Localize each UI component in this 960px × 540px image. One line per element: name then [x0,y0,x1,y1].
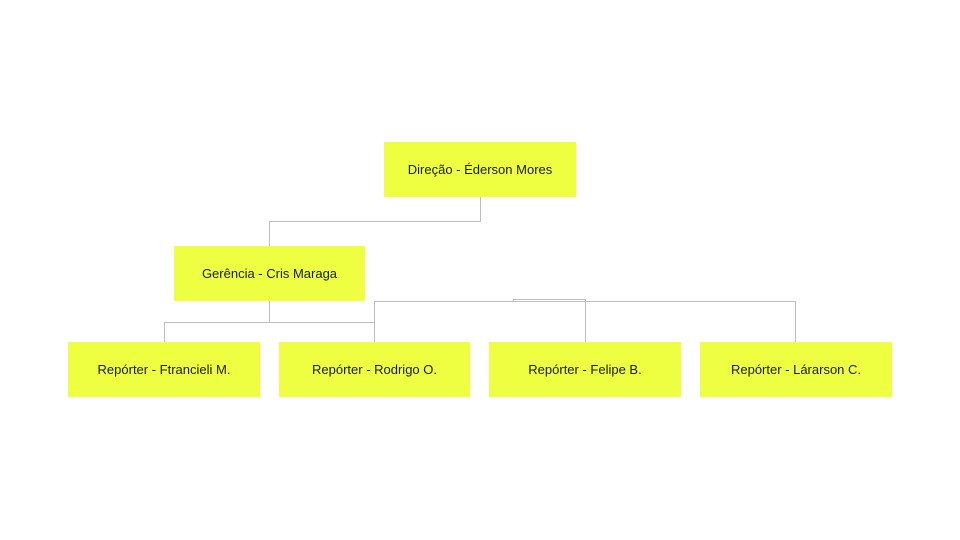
connector-manager-reporter-2-top [374,299,586,342]
node-reporter-felipe: Repórter - Felipe B. [489,342,681,397]
node-reporter-label: Repórter - Ftrancieli M. [97,362,231,377]
node-director: Direção - Éderson Mores [384,142,576,197]
node-reporter-ftrancieli: Repórter - Ftrancieli M. [68,342,260,397]
node-reporter-label: Repórter - Rodrigo O. [312,362,437,377]
connector-manager-reporter-4 [513,301,796,342]
node-reporter-label: Repórter - Lárarson C. [730,362,862,377]
connector-director-manager [269,197,481,246]
connector-manager-reporter-1 [164,301,270,342]
node-reporter-label: Repórter - Felipe B. [528,362,642,377]
connector-manager-reporter-2 [269,322,375,342]
node-director-label: Direção - Éderson Mores [407,162,553,177]
node-reporter-lararson: Repórter - Lárarson C. [700,342,892,397]
node-manager: Gerência - Cris Maraga [174,246,365,301]
node-manager-label: Gerência - Cris Maraga [201,266,338,281]
node-reporter-rodrigo: Repórter - Rodrigo O. [279,342,470,397]
